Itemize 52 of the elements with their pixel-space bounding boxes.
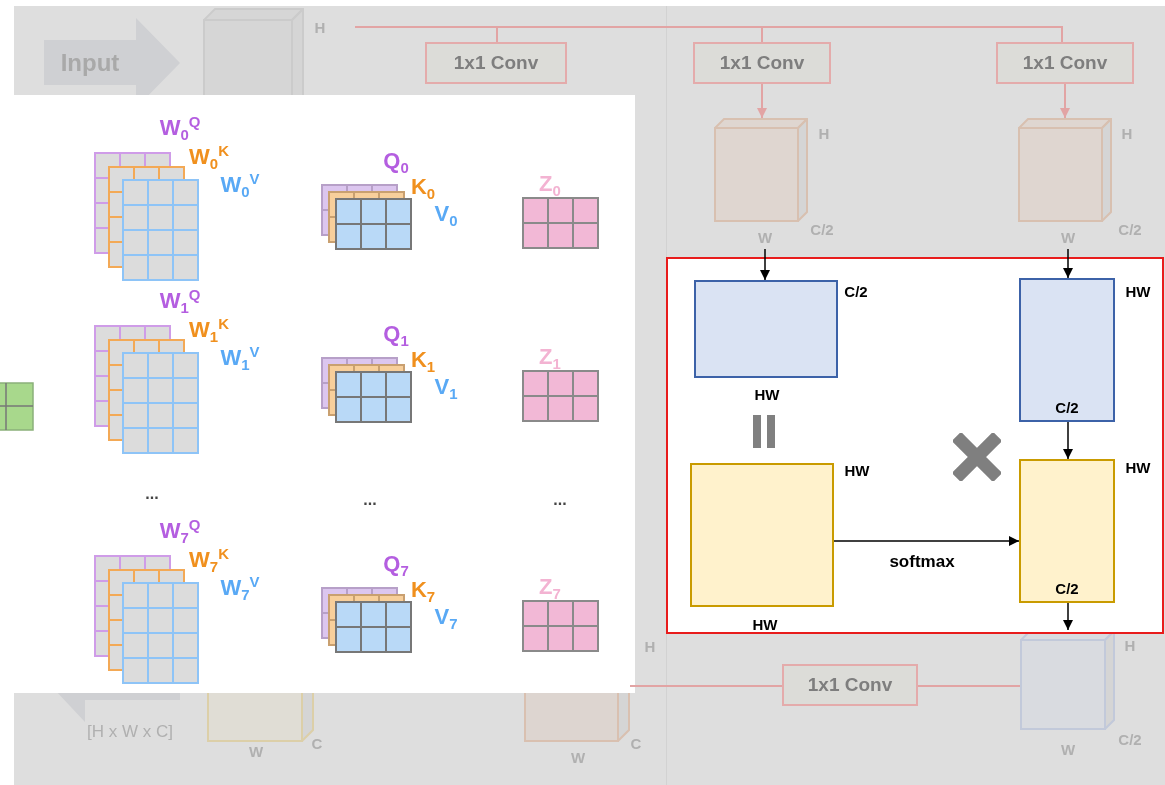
conv-box — [425, 42, 567, 84]
connector-line — [629, 685, 783, 687]
dimension-label: C/2 — [844, 283, 868, 301]
block-arrow — [44, 18, 180, 95]
connector-line — [354, 26, 1063, 43]
matrix-rect — [1019, 459, 1115, 603]
node-label: 1x1 Conv — [806, 674, 894, 696]
matrix-rect — [690, 463, 834, 607]
node-label: 1x1 Conv — [718, 52, 806, 74]
arrow — [1063, 421, 1073, 460]
matrix-label: Z$_{7}$ — [539, 574, 561, 600]
cube-shape — [203, 8, 304, 95]
ellipsis-label: ... — [363, 491, 377, 509]
matrix-label: K$_{1}$ — [410, 347, 436, 373]
cube-shape — [714, 118, 808, 222]
node-label: C/2 — [1054, 399, 1080, 416]
highlight-panel — [666, 257, 1164, 634]
matrix-rect — [694, 280, 838, 378]
matrix-label: Z$_{1}$ — [539, 344, 561, 370]
dimension-label: HW — [844, 462, 870, 480]
node-label: 1x1 Conv — [452, 52, 540, 74]
matrix-label: K$_{0}$ — [410, 174, 436, 200]
matrix-label: Q$_{0}$ — [383, 148, 409, 174]
dimension-label: HW — [752, 616, 778, 632]
cube-shape — [1018, 118, 1112, 222]
dimension-label: HW — [1125, 283, 1151, 301]
cube-shape — [207, 693, 314, 742]
matrix-label: Q$_{1}$ — [383, 321, 409, 347]
ellipsis-label: ... — [553, 491, 567, 509]
ellipsis-label: ... — [145, 485, 159, 503]
matrix-label: V$_{0}$ — [434, 201, 458, 227]
arrow — [833, 536, 1020, 546]
arrow — [1063, 602, 1073, 631]
cube-shape — [524, 693, 630, 742]
dimension-label: HW — [1125, 459, 1151, 477]
node-label: C/2 — [1054, 580, 1080, 597]
matrix-label: Z$_{0}$ — [539, 171, 561, 197]
dimension-label: HW — [754, 386, 780, 404]
matrix-label: V$_{7}$ — [434, 604, 458, 630]
matrix-label: K$_{7}$ — [410, 577, 436, 603]
node-label: 1x1 Conv — [1021, 52, 1109, 74]
conv-box — [782, 664, 918, 706]
matrix-label: Q$_{7}$ — [383, 551, 409, 577]
conv-box — [693, 42, 831, 84]
arrow — [760, 248, 770, 281]
connector-line — [917, 685, 1021, 687]
arrow — [1063, 248, 1073, 279]
arrow — [757, 83, 767, 119]
arrow — [1060, 83, 1070, 119]
matrix-rect — [1019, 278, 1115, 422]
conv-box — [996, 42, 1134, 84]
matrix-label: V$_{1}$ — [434, 374, 458, 400]
